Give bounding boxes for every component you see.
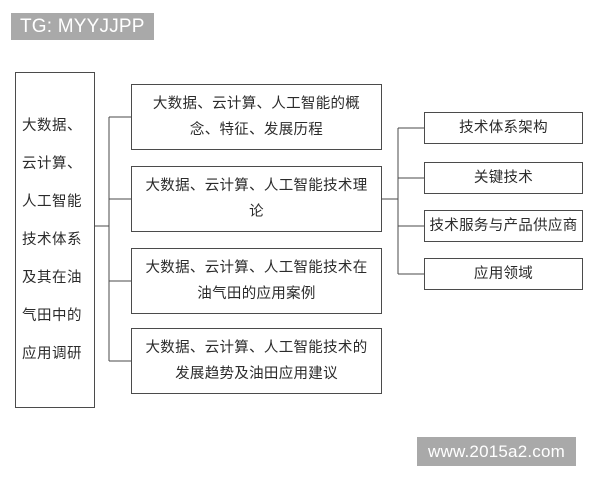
branch-node-cases: 大数据、云计算、人工智能技术在油气田的应用案例 [131, 248, 382, 314]
leaf-node-key-tech: 关键技术 [424, 162, 583, 194]
root-node-label: 大数据、云计算、人工智能技术体系及其在油气田中的应用调研 [22, 118, 82, 362]
branch-node-label: 大数据、云计算、人工智能技术理论 [145, 178, 368, 220]
branch-node-theory: 大数据、云计算、人工智能技术理论 [131, 166, 382, 232]
tag-watermark-badge: TG: MYYJJPP [11, 13, 154, 40]
leaf-node-label: 技术服务与产品供应商 [429, 218, 578, 234]
branch-node-concepts: 大数据、云计算、人工智能的概念、特征、发展历程 [131, 84, 382, 150]
branch-node-label: 大数据、云计算、人工智能技术在油气田的应用案例 [145, 260, 368, 302]
branch-node-label: 大数据、云计算、人工智能技术的发展趋势及油田应用建议 [145, 340, 368, 382]
branch-node-trends: 大数据、云计算、人工智能技术的发展趋势及油田应用建议 [131, 328, 382, 394]
leaf-node-suppliers: 技术服务与产品供应商 [424, 210, 583, 242]
site-watermark-badge: www.2015a2.com [417, 437, 576, 466]
root-node: 大数据、云计算、人工智能技术体系及其在油气田中的应用调研 [15, 72, 95, 408]
leaf-node-label: 关键技术 [473, 170, 534, 186]
leaf-node-application-areas: 应用领域 [424, 258, 583, 290]
branch-node-label: 大数据、云计算、人工智能的概念、特征、发展历程 [152, 96, 361, 138]
leaf-node-label: 应用领域 [473, 266, 534, 282]
leaf-node-label: 技术体系架构 [459, 120, 548, 136]
leaf-node-architecture: 技术体系架构 [424, 112, 583, 144]
